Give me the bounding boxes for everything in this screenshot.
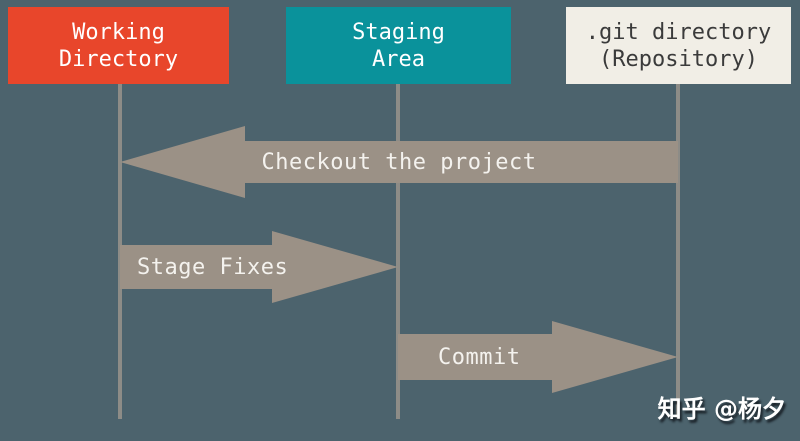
- commit-arrow-shaft: [398, 334, 552, 380]
- git-directory-label: .git directory (Repository): [585, 19, 772, 72]
- stage-fixes-arrow: Stage Fixes: [120, 231, 398, 303]
- git-directory-lifeline: [676, 84, 680, 419]
- stage-fixes-arrow-label: Stage Fixes: [137, 254, 289, 280]
- arrow-head-right-icon: [272, 231, 398, 303]
- staging-area-box: Staging Area: [286, 7, 511, 84]
- commit-arrow-label: Commit: [438, 344, 521, 370]
- staging-area-label: Staging Area: [352, 19, 445, 72]
- working-directory-box: Working Directory: [8, 7, 229, 84]
- checkout-arrow-label: Checkout the project: [261, 149, 537, 175]
- staging-area-lifeline: [396, 84, 400, 419]
- stage-fixes-arrow-shaft: [120, 245, 273, 289]
- zhihu-watermark: 知乎 @杨夕: [657, 395, 786, 423]
- git-directory-box: .git directory (Repository): [566, 7, 791, 84]
- checkout-arrow: Checkout the project: [120, 126, 678, 198]
- working-directory-label: Working Directory: [58, 19, 179, 72]
- checkout-arrow-shaft: [245, 141, 678, 183]
- commit-arrow: Commit: [398, 321, 678, 393]
- arrow-head-right-icon: [552, 321, 678, 393]
